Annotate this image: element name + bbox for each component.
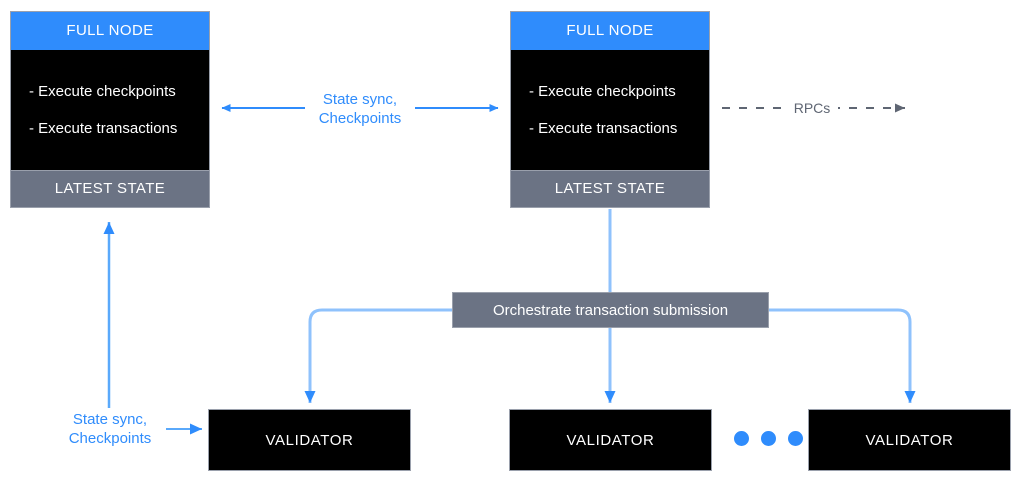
full-node-left-body: - Execute checkpoints - Execute transact…: [11, 50, 209, 170]
full-node-right-body: - Execute checkpoints - Execute transact…: [511, 50, 709, 170]
full-node-right-footer: LATEST STATE: [511, 170, 709, 207]
validator-box-2[interactable]: VALIDATOR: [509, 409, 712, 471]
full-node-left-header: FULL NODE: [11, 12, 209, 50]
validator-box-3[interactable]: VALIDATOR: [808, 409, 1011, 471]
full-node-left[interactable]: FULL NODE - Execute checkpoints - Execut…: [10, 11, 210, 208]
edge-orchestrate-to-validator-1: [304, 308, 452, 403]
full-node-right-bullet-1: - Execute checkpoints: [529, 83, 676, 100]
ellipsis-dot-2: [761, 431, 776, 446]
orchestrate-label: Orchestrate transaction submission: [492, 301, 729, 319]
full-node-right-bullet-2: - Execute transactions: [529, 120, 678, 137]
full-node-left-bullet-2: - Execute transactions: [29, 120, 178, 137]
label-state-sync-fullnodes: State sync, Checkpoints: [305, 90, 415, 128]
label-state-sync-validator: State sync, Checkpoints: [54, 410, 166, 448]
ellipsis-dot-3: [788, 431, 803, 446]
label-rpcs: RPCs: [786, 99, 838, 117]
edge-orchestrate-to-validator-3: [769, 308, 916, 403]
more-validators-ellipsis-icon: [734, 431, 803, 446]
validator-box-1[interactable]: VALIDATOR: [208, 409, 411, 471]
ellipsis-dot-1: [734, 431, 749, 446]
full-node-right-header: FULL NODE: [511, 12, 709, 50]
orchestrate-transaction-submission-box[interactable]: Orchestrate transaction submission: [452, 292, 769, 328]
full-node-left-bullet-1: - Execute checkpoints: [29, 83, 176, 100]
full-node-right[interactable]: FULL NODE - Execute checkpoints - Execut…: [510, 11, 710, 208]
validator-label-1: VALIDATOR: [265, 431, 354, 449]
validator-label-3: VALIDATOR: [865, 431, 954, 449]
full-node-left-footer: LATEST STATE: [11, 170, 209, 207]
validator-label-2: VALIDATOR: [566, 431, 655, 449]
